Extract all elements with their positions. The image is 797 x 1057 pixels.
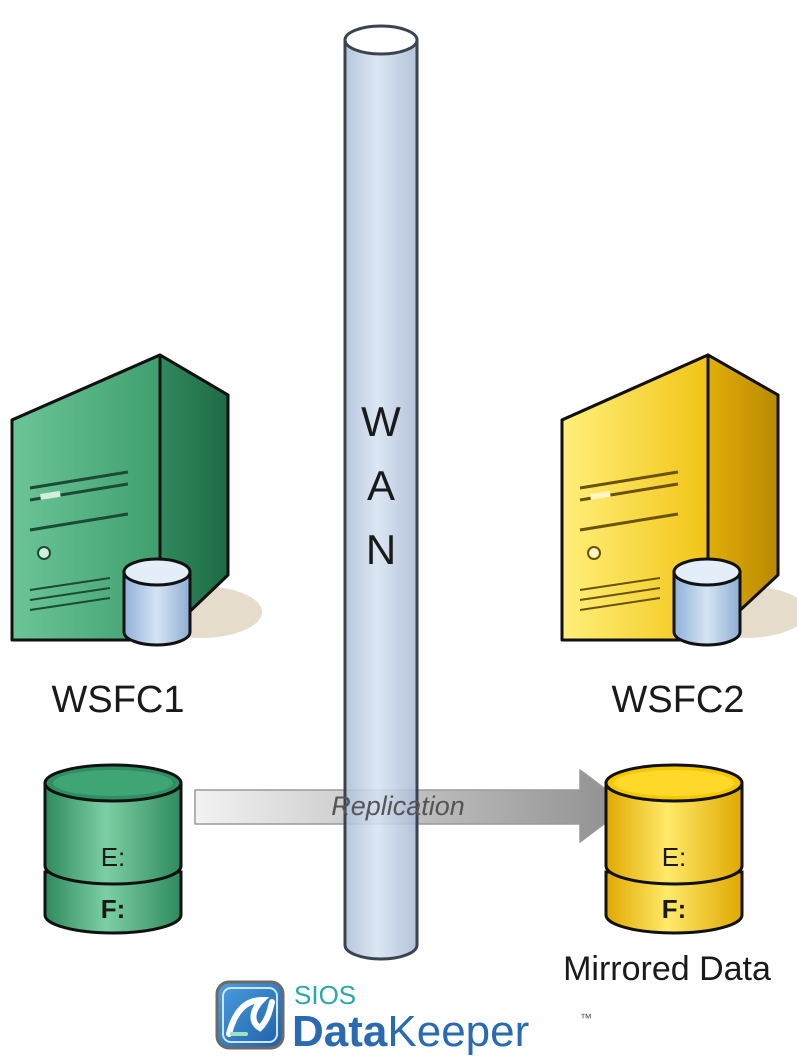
logo-product-data: Data: [292, 1007, 388, 1056]
wan-pipe: [343, 24, 419, 961]
mirrored-data-caption: Mirrored Data: [563, 950, 771, 988]
server-wsfc1-icon: [10, 353, 262, 647]
disk-stack-wsfc2-icon: [604, 763, 744, 935]
replication-label: Replication: [331, 791, 465, 821]
logo-brand-text: SIOS: [294, 980, 356, 1010]
wan-letter-w: W: [361, 398, 401, 445]
logo-product-keeper: Keeper: [387, 1007, 529, 1056]
logo-trademark: ™: [580, 1011, 592, 1025]
server-wsfc2-label: WSFC2: [612, 679, 745, 721]
server-wsfc1-label: WSFC1: [52, 679, 185, 721]
disk-e-label-wsfc1: E:: [101, 842, 126, 872]
wan-letter-n: N: [366, 526, 396, 573]
logo-product-text: DataKeeper: [292, 1007, 529, 1056]
datakeeper-logo: SIOS DataKeeper ™: [215, 980, 592, 1056]
server-wsfc2-icon: [560, 353, 797, 647]
wan-letter-a: A: [367, 462, 395, 509]
disk-stack-wsfc1-icon: [43, 763, 183, 935]
disk-f-label-wsfc1: F:: [101, 894, 126, 924]
disk-e-label-wsfc2: E:: [662, 842, 687, 872]
datakeeper-logo-icon: [215, 980, 285, 1050]
disk-f-label-wsfc2: F:: [662, 894, 687, 924]
